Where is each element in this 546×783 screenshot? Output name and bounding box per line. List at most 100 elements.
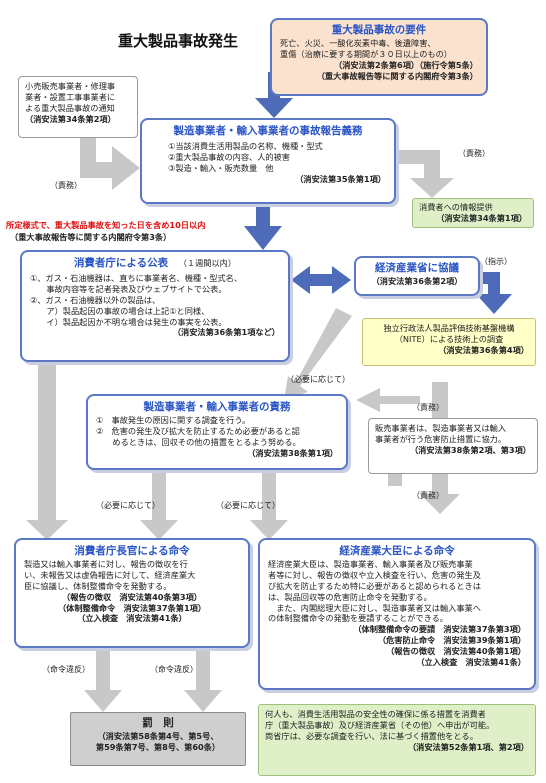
meti-order-title: 経済産業大臣による命令 <box>339 545 455 557</box>
maker-duty-box: 製造事業者・輸入事業者の責務 ① 事故発生の原因に関する調査を行う。 ② 危害の… <box>86 394 348 470</box>
report-duty-box: 製造事業者・輸入事業者の事故報告義務 ①当該消費生活用製品の名称、機種・型式 ②… <box>140 118 396 204</box>
arrow-report-to-announce <box>244 205 282 250</box>
caa-order-box: 消費者庁長官による命令 製造又は輸入事業者に対し、報告の徴収を行 い、未報告又は… <box>14 538 250 648</box>
arrow-caa-to-penalty <box>84 648 122 712</box>
announce-cite: （消安法第36条第1項など） <box>172 327 280 338</box>
meti-order-cite: （危害防止命令 消安法第39条第1項） <box>377 635 526 646</box>
maker-duty-item: ① 事故発生の原因に関する調査を行う。 <box>96 414 251 425</box>
announce-item: ①、ガス・石油機器は、直ちに事業者名、機種・型式名、 <box>30 272 243 283</box>
maker-duty-title: 製造事業者・輸入事業者の責務 <box>143 401 291 413</box>
caa-order-line: 製造又は輸入事業者に対し、報告の徴収を行 <box>24 558 188 569</box>
meti-order-cite: （立入検査 消安法第41条） <box>416 657 526 668</box>
page-title: 重大製品事故発生 <box>118 32 239 50</box>
meti-order-line: 者等に対し、報告の徴収や立入検査を行い、危害の発生及 <box>268 569 481 580</box>
label-duty: （責務） <box>50 181 82 190</box>
caa-order-cite: （報告の徴収 消安法第40条第3項） <box>62 591 202 602</box>
retailer-notice-line: 業者・設置工事事業者に <box>25 91 116 102</box>
meti-consult-title: 経済産業省に協議 <box>375 262 459 274</box>
caa-order-line: い、未報告又は虚偽報告に対して、経済産業大 <box>24 569 196 580</box>
report-duty-item: ③製造・輸入・販売数量 他 <box>168 162 274 173</box>
caa-order-cite: （立入検査 消安法第41条） <box>77 613 187 624</box>
label-instruct: （指示） <box>480 257 512 266</box>
arrow-announce-meti-consult <box>291 266 351 294</box>
seller-duty-cite: （消安法第38条第2項、第3項） <box>409 444 531 455</box>
announce-note: （１週間以内） <box>178 258 237 268</box>
meti-order-line: の体制整備命令の発動を要請することができる。 <box>268 613 448 624</box>
arrow-maker-to-meti-order <box>250 472 288 540</box>
announce-box: 消費者庁による公表 （１週間以内） ①、ガス・石油機器は、直ちに事業者名、機種・… <box>20 250 290 362</box>
announce-item: ②、ガス・石油機器以外の製品は、 <box>30 294 161 305</box>
report-duty-title: 製造事業者・輸入事業者の事故報告義務 <box>173 125 363 137</box>
nite-cite: （消安法第36条第4項） <box>438 344 529 355</box>
consumer-info-text: 消費者への情報提供 <box>419 202 493 212</box>
meti-order-cite: （報告の徴収 消安法第40条第1項） <box>386 646 526 657</box>
arrow-maker-to-caa-order <box>140 472 178 540</box>
seller-duty-box: 販売事業者は、製造事業者又は輸入 事業者が行う危害防止措置に協力。 （消安法第3… <box>368 418 538 474</box>
penalty-line: 第59条第7号、第8号、第60条） <box>95 741 221 752</box>
arrow-retailer-to-report <box>80 138 140 190</box>
label-duty: （責務） <box>412 403 444 412</box>
meti-order-cite: （体制整備命令の要請 消安法第37条第3項） <box>353 624 526 635</box>
arrow-meti-to-maker-duty <box>284 308 352 400</box>
nite-box: 独立行政法人製品評価技術基盤機構 （NITE）による技術上の調査 （消安法第36… <box>362 318 536 366</box>
consumer-info-cite: （消安法第34条第1項） <box>436 212 527 223</box>
anyone-cite: （消安法第52条第1項、第2項） <box>407 741 529 752</box>
announce-title: 消費者庁による公表 <box>73 257 169 269</box>
meti-order-line: 経済産業大臣は、製造事業者、輸入事業者及び販売事業 <box>268 558 473 569</box>
meti-order-line: また、内閣総理大臣に対し、製造事業者又は輸入事業へ <box>268 602 481 613</box>
arrow-seller-duty <box>356 388 420 412</box>
meti-consult-cite: （消安法第36条第2項） <box>371 275 463 286</box>
caa-order-title: 消費者庁長官による命令 <box>74 545 190 557</box>
nite-line: 独立行政法人製品評価技術基盤機構 <box>383 323 515 333</box>
maker-duty-item: ② 危害の発生及び拡大を防止するため必要があると認 <box>96 425 300 436</box>
report-duty-item: ①当該消費生活用製品の名称、機種・型式 <box>168 140 323 151</box>
report-duty-item: ②重大製品事故の内容、人的被害 <box>168 151 290 162</box>
retailer-notice-line: よる重大製品事故の通知 <box>25 102 115 113</box>
announce-item: 事故内容等を記者発表及びウェブサイトで公表。 <box>30 283 227 294</box>
penalty-line: （消安法第58条第4号、第5号、 <box>97 730 219 741</box>
penalty-title: 罰 則 <box>142 717 174 729</box>
maker-duty-cite: （消安法第38条第1項） <box>247 447 338 458</box>
retailer-notice-cite: （消安法第34条第2項） <box>25 113 116 124</box>
meti-order-box: 経済産業大臣による命令 経済産業大臣は、製造事業者、輸入事業者及び販売事業 者等… <box>258 538 536 690</box>
label-duty: （責務） <box>412 491 444 500</box>
requirements-title: 重大製品事故の要件 <box>331 24 427 36</box>
label-if-needed: （必要に応じて） <box>96 501 160 510</box>
caa-order-line: 臣に協議し、体制整備命令を発動する。 <box>24 580 172 591</box>
deadline-notice: 所定様式で、重大製品事故を知った日を含め10日以内 <box>6 220 206 230</box>
anyone-line: 何人も、消費生活用製品の安全性の確保に係る措置を消費者 <box>265 709 486 719</box>
announce-item: ア）製品起因の事故の場合は上記①と同様、 <box>30 305 210 316</box>
label-duty: （責務） <box>458 149 490 158</box>
anyone-line: 両省庁は、必要な調査を行い、法に基づく措置他をとる。 <box>265 730 478 741</box>
requirements-box: 重大製品事故の要件 死亡、火災、一酸化炭素中毒、後遺障害、 重傷（治療に要する期… <box>270 18 488 96</box>
consumer-info-box: 消費者への情報提供 （消安法第34条第1項） <box>412 198 534 228</box>
arrow-meti-to-penalty <box>184 648 222 712</box>
label-violation: （命令違反） <box>150 665 198 674</box>
report-duty-cite: （消安法第35条第1項） <box>295 173 386 184</box>
maker-duty-item: めるときは、回収その他の措置をとるよう努める。 <box>96 436 301 447</box>
label-violation: （命令違反） <box>42 665 90 674</box>
retailer-notice-line: 小売販売事業者・修理事 <box>25 81 116 91</box>
caa-order-cite: （体制整備命令 消安法第37条第1項） <box>57 602 207 613</box>
anyone-box: 何人も、消費生活用製品の安全性の確保に係る措置を消費者 庁（重大製品事故）及び経… <box>258 704 536 776</box>
label-if-needed: （必要に応じて） <box>216 501 280 510</box>
meti-order-line: び拡大を防止するため特に必要があると認められるときは <box>268 580 481 591</box>
requirements-line: 重傷（治療に要する期間が３０日以上のもの） <box>280 48 452 59</box>
announce-item: イ）製品起因か不明な場合は発生の事実を公表。 <box>30 316 227 327</box>
anyone-line: 庁（重大製品事故）及び経済産業省（その他）へ申出が可能。 <box>265 719 495 730</box>
requirements-cite: （消安法第2条第6項）（施行令第5条） <box>334 59 478 70</box>
meti-consult-box: 経済産業省に協議 （消安法第36条第2項） <box>354 256 480 296</box>
seller-duty-line: 販売事業者は、製造事業者又は輸入 <box>375 423 507 433</box>
arrow-report-to-consumer <box>395 150 454 198</box>
requirements-cite: （重大事故報告等に関する内閣府令第3条） <box>316 70 478 81</box>
arrow-announce-to-caa-order <box>26 364 68 540</box>
requirements-line: 死亡、火災、一酸化炭素中毒、後遺障害、 <box>280 37 436 48</box>
retailer-notice-box: 小売販売事業者・修理事 業者・設置工事事業者に よる重大製品事故の通知 （消安法… <box>18 76 138 138</box>
meti-order-line: は、製品回収等の危害防止命令を発動する。 <box>268 591 432 602</box>
label-if-needed: （必要に応じて） <box>286 375 350 384</box>
seller-duty-line: 事業者が行う危害防止措置に協力。 <box>375 433 507 444</box>
deadline-notice-cite: （重大事故報告等に関する内閣府令第3条） <box>10 232 172 242</box>
penalty-box: 罰 則 （消安法第58条第4号、第5号、 第59条第7号、第8号、第60条） <box>70 712 246 766</box>
nite-line: （NITE）による技術上の調査 <box>394 333 504 344</box>
